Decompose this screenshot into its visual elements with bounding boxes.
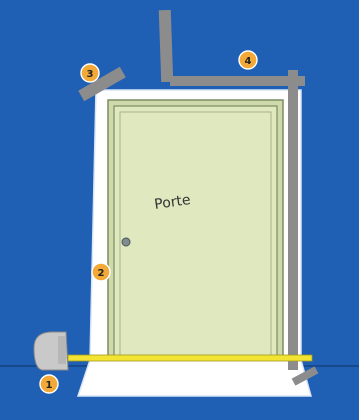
right-vertical-strip: [288, 70, 298, 370]
top-vertical-strip: [158, 9, 174, 83]
badge-2-label: 2: [98, 268, 105, 279]
door: [113, 105, 278, 359]
door-label: Porte: [153, 192, 191, 213]
left-diagonal-strip: [78, 66, 126, 102]
badge-3-label: 3: [87, 69, 94, 80]
bottom-right-strip: [291, 366, 319, 386]
top-horizontal-strip: [170, 76, 305, 86]
badge-4: 4: [238, 50, 258, 70]
badge-1-label: 1: [46, 380, 53, 391]
badge-4-label: 4: [245, 56, 252, 67]
tape-measure-icon: [33, 331, 69, 371]
door-knob-icon: [121, 237, 131, 247]
tape-measure-blade: [67, 354, 313, 362]
badge-2: 2: [91, 262, 111, 282]
badge-1: 1: [39, 374, 59, 394]
badge-3: 3: [80, 63, 100, 83]
